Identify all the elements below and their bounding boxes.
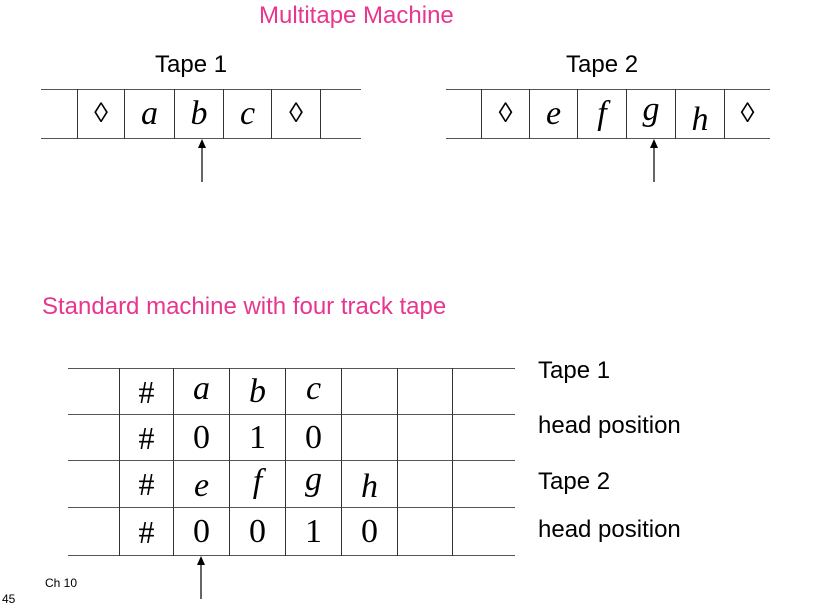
chapter-label: Ch 10 <box>45 576 78 590</box>
track-divider <box>341 368 342 556</box>
track-divider <box>397 368 398 556</box>
track-label-head-position-2: head position <box>538 516 681 543</box>
diagram-subtitle: Standard machine with four track tape <box>42 293 447 320</box>
tape-2-divider <box>626 89 627 139</box>
tape-2-top-edge <box>446 89 770 90</box>
track-label-head-position-1: head position <box>538 412 681 439</box>
tape-1-cell: ◊ <box>289 98 303 129</box>
track-4-cell: # <box>138 513 155 550</box>
tape-1-divider <box>320 89 321 139</box>
track-3-cell: # <box>138 466 155 502</box>
track-4-cell: 0 <box>361 512 378 550</box>
track-1-cell: # <box>138 373 155 410</box>
tape-1-bottom-edge <box>41 138 361 139</box>
track-1-cell: a <box>193 369 210 407</box>
track-2-cell: # <box>138 419 155 456</box>
tape-1-divider <box>271 89 272 139</box>
page-number: 45 <box>2 592 16 606</box>
tape-2-cell <box>446 90 481 138</box>
track-label-tape-1: Tape 1 <box>538 357 611 384</box>
track-1-cell: c <box>305 369 322 407</box>
tape-2-label: Tape 2 <box>566 51 639 78</box>
tape-2-cell: g <box>642 91 660 128</box>
track-rule <box>68 368 515 369</box>
track-rule <box>68 507 515 508</box>
tape-1-divider <box>124 89 125 139</box>
tape-1-divider <box>174 89 175 139</box>
track-2-cell: 1 <box>249 418 266 456</box>
tape-1-divider <box>223 89 224 139</box>
track-2-cell: 0 <box>305 418 322 456</box>
tape-1-cell: b <box>190 95 208 132</box>
diagram-title: Multitape Machine <box>259 2 454 29</box>
tape-1-head-arrow <box>198 139 206 182</box>
track-head-arrow <box>197 556 205 599</box>
tape-2-divider <box>481 89 482 139</box>
track-3-cell: f <box>252 463 263 500</box>
tape-1-label: Tape 1 <box>155 51 228 78</box>
track-1-cell: b <box>249 372 266 410</box>
tape-1-cell: a <box>141 95 158 132</box>
tape-2-cell: ◊ <box>740 98 755 129</box>
tape-1-cell <box>321 90 361 138</box>
track-rule <box>68 414 515 415</box>
track-divider <box>229 368 230 556</box>
tape-2-divider <box>675 89 676 139</box>
tape-1-divider <box>77 89 78 139</box>
tape-2-divider <box>577 89 578 139</box>
tape-2-cell: e <box>545 95 562 132</box>
tape-2-cell: f <box>597 95 607 132</box>
track-rule <box>68 460 515 461</box>
track-divider <box>173 368 174 556</box>
track-divider <box>285 368 286 556</box>
tape-1-top-edge <box>41 89 361 90</box>
tape-2-divider <box>724 89 725 139</box>
track-label-tape-2: Tape 2 <box>538 468 611 495</box>
tape-2-cell: ◊ <box>498 98 513 129</box>
tape-2-cell: h <box>691 101 709 138</box>
track-4-cell: 1 <box>305 512 322 550</box>
tape-2-head-arrow <box>650 139 658 182</box>
tape-1-cell: ◊ <box>94 98 108 129</box>
track-3-cell: e <box>193 467 210 504</box>
track-divider <box>119 368 120 556</box>
track-3-cell: g <box>305 461 322 498</box>
tape-2-divider <box>529 89 530 139</box>
track-4-cell: 0 <box>193 512 210 550</box>
track-2-cell: 0 <box>193 418 210 456</box>
tape-1-cell: c <box>239 95 256 132</box>
tape-1-cell <box>41 90 77 138</box>
track-rule <box>68 555 515 556</box>
track-divider <box>452 368 453 556</box>
tape-2-bottom-edge <box>446 138 770 139</box>
track-4-cell: 0 <box>249 512 266 550</box>
track-3-cell: h <box>361 468 378 505</box>
